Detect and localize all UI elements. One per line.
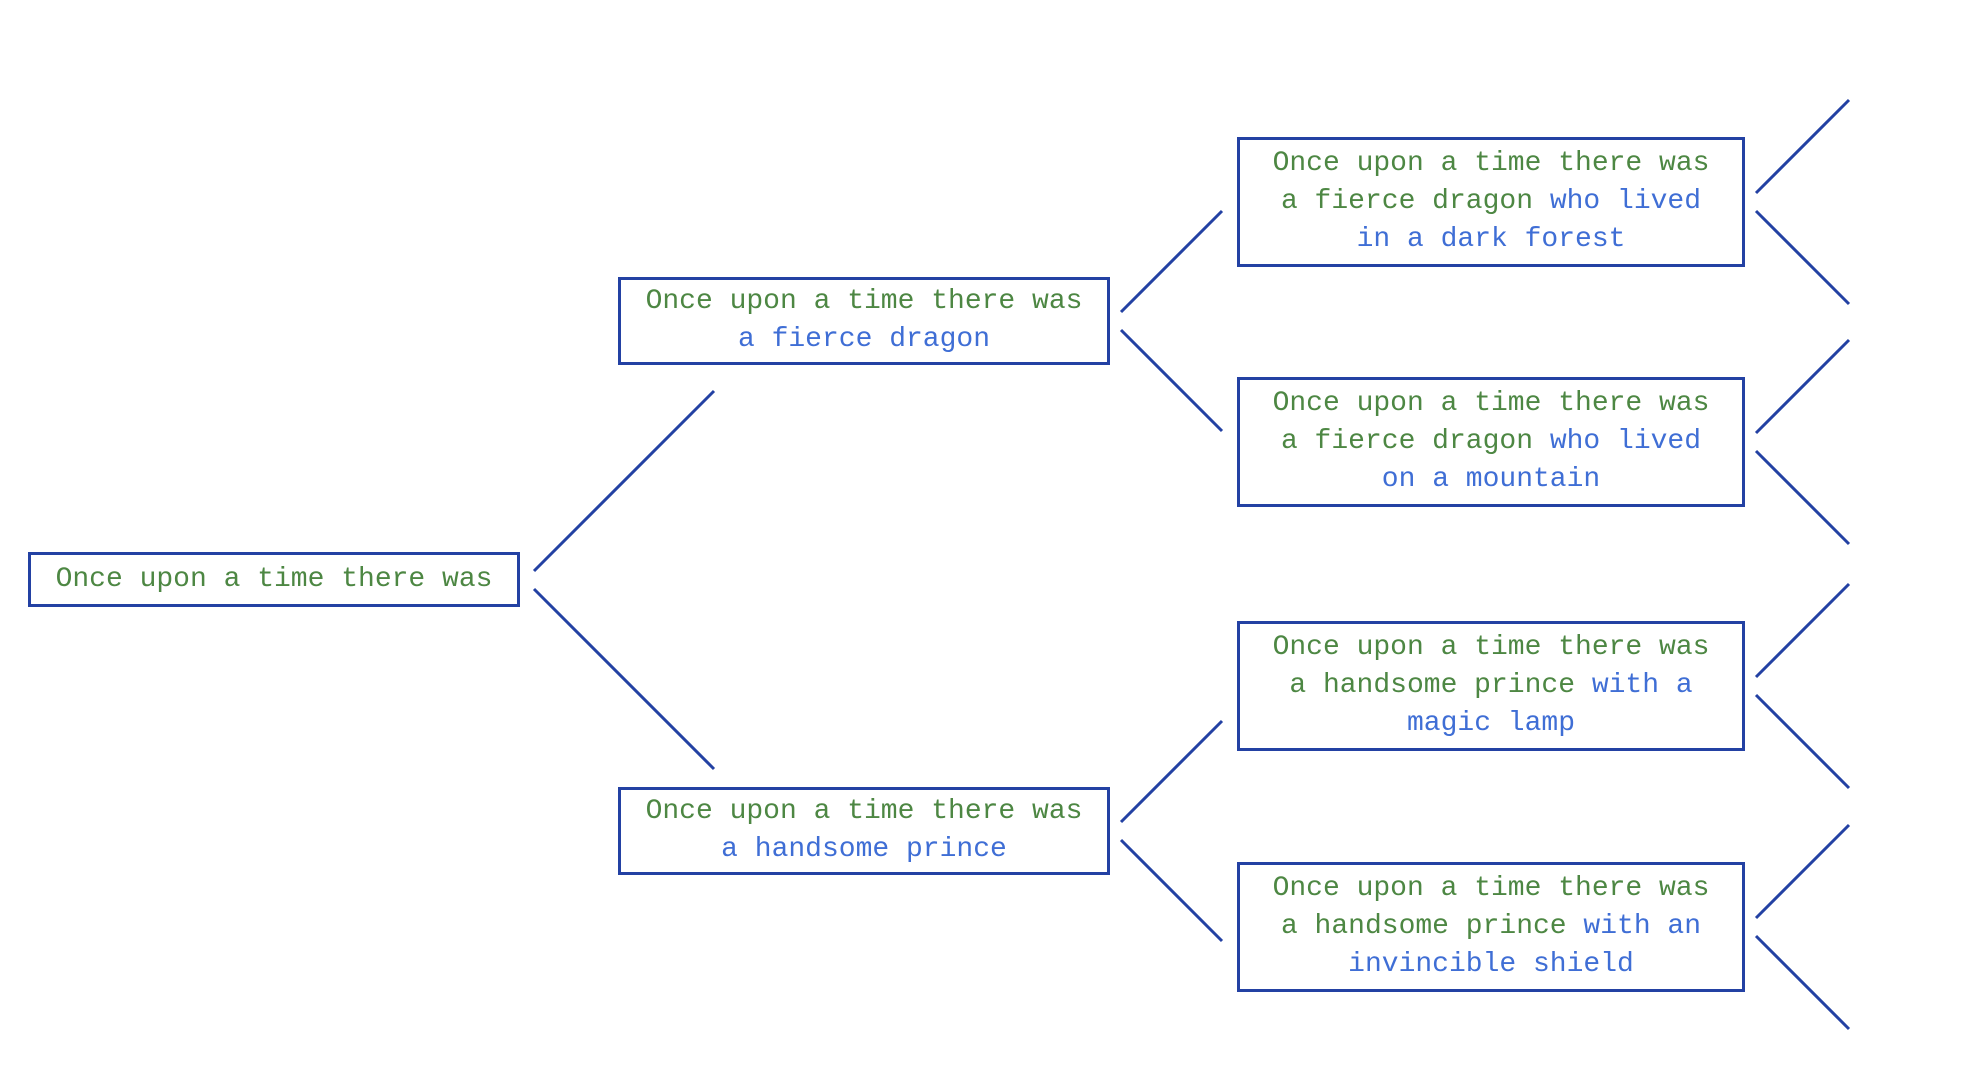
node-completion-text: a handsome prince — [721, 834, 1007, 865]
node-text: Once upon a time there was a handsome pr… — [639, 793, 1089, 869]
branch-stub-line — [1754, 582, 1851, 679]
branch-stub-line — [1754, 693, 1851, 790]
branch-stub-line — [1754, 934, 1851, 1031]
branch-line — [1119, 719, 1224, 824]
branch-stub-line — [1754, 98, 1851, 195]
branch-line — [1119, 209, 1224, 314]
node-prompt-text: Once upon a time there was — [645, 286, 1083, 317]
node-prompt-text: Once upon a time there was — [645, 796, 1083, 827]
node-completion-text: who lived in a dark forest — [1356, 186, 1702, 255]
node-fierce-dragon[interactable]: Once upon a time there was a fierce drag… — [618, 277, 1110, 365]
node-prince-invincible-shield[interactable]: Once upon a time there was a handsome pr… — [1237, 862, 1745, 992]
node-prince-magic-lamp[interactable]: Once upon a time there was a handsome pr… — [1237, 621, 1745, 751]
branch-stub-line — [1754, 823, 1851, 920]
node-text: Once upon a time there was a handsome pr… — [1266, 870, 1716, 984]
node-completion-text: with a magic lamp — [1406, 670, 1693, 739]
node-completion-text: with an invincible shield — [1348, 911, 1702, 980]
node-prompt-text: Once upon a time there was a handsome pr… — [1272, 632, 1710, 701]
branch-line — [1119, 838, 1224, 943]
branch-stub-line — [1754, 449, 1851, 546]
node-text: Once upon a time there was a fierce drag… — [639, 283, 1089, 359]
node-root[interactable]: Once upon a time there was — [28, 552, 520, 607]
node-dragon-mountain[interactable]: Once upon a time there was a fierce drag… — [1237, 377, 1745, 507]
branch-line — [532, 587, 716, 771]
node-handsome-prince[interactable]: Once upon a time there was a handsome pr… — [618, 787, 1110, 875]
node-prompt-text: Once upon a time there was a handsome pr… — [1272, 873, 1710, 942]
node-dragon-dark-forest[interactable]: Once upon a time there was a fierce drag… — [1237, 137, 1745, 267]
node-prompt-text: Once upon a time there was — [55, 563, 493, 595]
node-text: Once upon a time there was a fierce drag… — [1266, 385, 1716, 499]
node-completion-text: a fierce dragon — [737, 324, 991, 355]
node-prompt-text: Once upon a time there was a fierce drag… — [1272, 388, 1710, 457]
branch-line — [1119, 328, 1224, 433]
branch-line — [532, 389, 716, 573]
branch-stub-line — [1754, 209, 1851, 306]
node-text: Once upon a time there was — [49, 561, 499, 599]
node-prompt-text: Once upon a time there was a fierce drag… — [1272, 148, 1710, 217]
node-text: Once upon a time there was a fierce drag… — [1266, 145, 1716, 259]
node-completion-text: who lived on a mountain — [1381, 426, 1702, 495]
branch-stub-line — [1754, 338, 1851, 435]
node-text: Once upon a time there was a handsome pr… — [1266, 629, 1716, 743]
